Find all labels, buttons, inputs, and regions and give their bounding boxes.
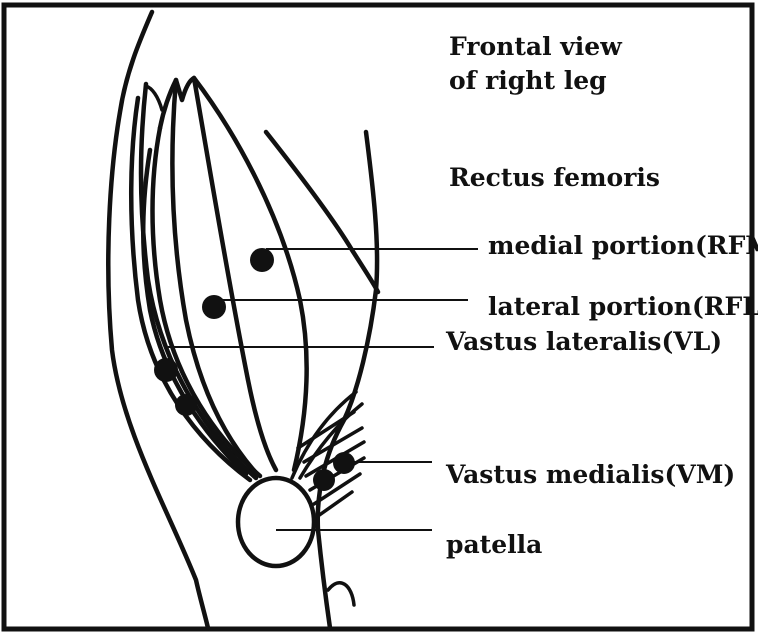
- electrode-vm-2: [313, 469, 335, 491]
- electrode-vl-2: [175, 394, 197, 416]
- vastus-lateralis-fibre-5: [146, 86, 162, 110]
- electrode-vl-1: [154, 358, 178, 382]
- title-line-2: of right leg: [449, 66, 607, 95]
- label-vl: Vastus lateralis(VL): [445, 327, 722, 356]
- title-line-1: Frontal view: [449, 32, 623, 61]
- leg-outline-medial-lower: [328, 583, 354, 605]
- patella-shape: [238, 478, 314, 566]
- label-rectus-femoris: Rectus femoris: [449, 163, 660, 192]
- electrode-rfl: [202, 295, 226, 319]
- label-rfm: medial portion(RFM): [488, 231, 758, 260]
- vastus-medialis-hatch-8: [318, 492, 352, 516]
- leg-outline-medial: [318, 132, 377, 628]
- label-patella: patella: [446, 530, 542, 559]
- electrode-rfm: [250, 248, 274, 272]
- label-rfl: lateral portion(RFL): [488, 292, 758, 321]
- label-vm: Vastus medialis(VM): [445, 460, 735, 489]
- muscle-boundary-medial: [266, 132, 378, 292]
